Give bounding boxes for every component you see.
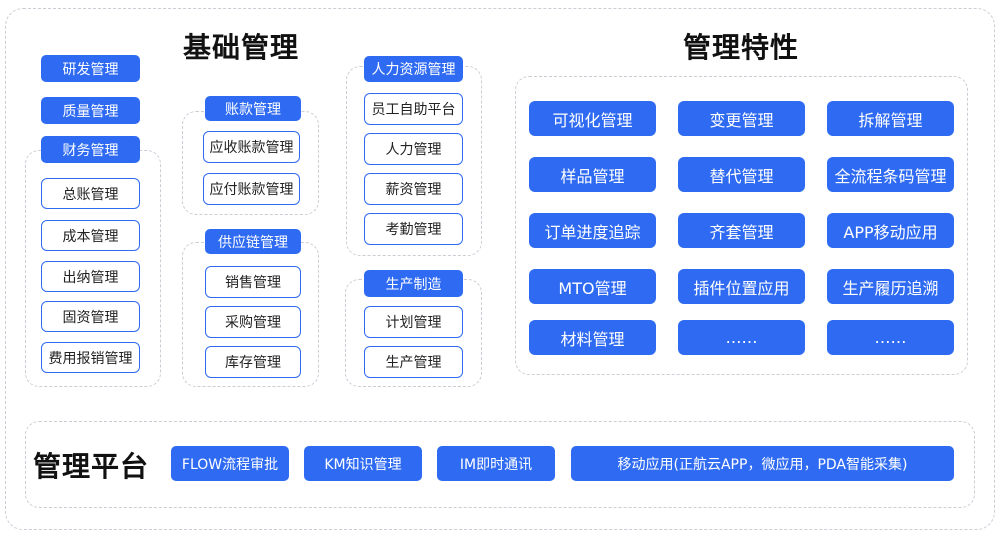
feature-traceability[interactable]: 生产履历追溯 — [827, 269, 954, 304]
payables-button[interactable]: 应付账款管理 — [203, 173, 300, 205]
features-group — [515, 76, 968, 375]
hr-management-button[interactable]: 人力资源管理 — [364, 56, 463, 82]
im-messaging-button[interactable]: IM即时通讯 — [437, 446, 555, 481]
sales-management-button[interactable]: 销售管理 — [205, 266, 301, 298]
management-features-title: 管理特性 — [683, 31, 800, 64]
outer-frame — [5, 8, 995, 530]
receivables-button[interactable]: 应收账款管理 — [203, 131, 300, 163]
production-manufacturing-button[interactable]: 生产制造 — [364, 270, 463, 297]
cashier-management-button[interactable]: 出纳管理 — [41, 261, 140, 292]
management-platform-title: 管理平台 — [33, 450, 150, 483]
salary-management-button[interactable]: 薪资管理 — [364, 173, 463, 205]
feature-disassembly[interactable]: 拆解管理 — [827, 101, 954, 136]
platform-group — [25, 421, 975, 508]
feature-more-1[interactable]: …… — [678, 320, 805, 355]
feature-visualization[interactable]: 可视化管理 — [529, 101, 656, 136]
feature-kitting[interactable]: 齐套管理 — [678, 213, 805, 248]
feature-barcode[interactable]: 全流程条码管理 — [827, 157, 954, 192]
feature-plugin-position[interactable]: 插件位置应用 — [678, 269, 805, 304]
feature-substitute[interactable]: 替代管理 — [678, 157, 805, 192]
general-ledger-button[interactable]: 总账管理 — [41, 178, 140, 209]
planning-management-button[interactable]: 计划管理 — [364, 306, 463, 338]
feature-order-tracking[interactable]: 订单进度追踪 — [529, 213, 656, 248]
expense-reimbursement-button[interactable]: 费用报销管理 — [41, 342, 140, 373]
finance-management-button[interactable]: 财务管理 — [41, 136, 140, 163]
feature-more-2[interactable]: …… — [827, 320, 954, 355]
feature-change[interactable]: 变更管理 — [678, 101, 805, 136]
basic-management-title: 基础管理 — [183, 31, 300, 64]
inventory-management-button[interactable]: 库存管理 — [205, 346, 301, 378]
quality-management-button[interactable]: 质量管理 — [41, 97, 140, 124]
purchase-management-button[interactable]: 采购管理 — [205, 306, 301, 338]
km-knowledge-button[interactable]: KM知识管理 — [304, 446, 422, 481]
fixed-assets-button[interactable]: 固资管理 — [41, 301, 140, 332]
mobile-application-button[interactable]: 移动应用(正航云APP，微应用，PDA智能采集) — [571, 446, 954, 481]
employee-self-service-button[interactable]: 员工自助平台 — [364, 93, 463, 125]
rd-management-button[interactable]: 研发管理 — [41, 55, 140, 82]
flow-approval-button[interactable]: FLOW流程审批 — [171, 446, 289, 481]
accounts-management-button[interactable]: 账款管理 — [205, 96, 301, 121]
attendance-management-button[interactable]: 考勤管理 — [364, 213, 463, 245]
feature-material[interactable]: 材料管理 — [529, 320, 656, 355]
feature-sample[interactable]: 样品管理 — [529, 157, 656, 192]
production-management-button[interactable]: 生产管理 — [364, 346, 463, 378]
feature-mto[interactable]: MTO管理 — [529, 269, 656, 304]
manpower-management-button[interactable]: 人力管理 — [364, 133, 463, 165]
cost-management-button[interactable]: 成本管理 — [41, 220, 140, 251]
feature-app[interactable]: APP移动应用 — [827, 213, 954, 248]
supply-chain-button[interactable]: 供应链管理 — [205, 229, 301, 254]
